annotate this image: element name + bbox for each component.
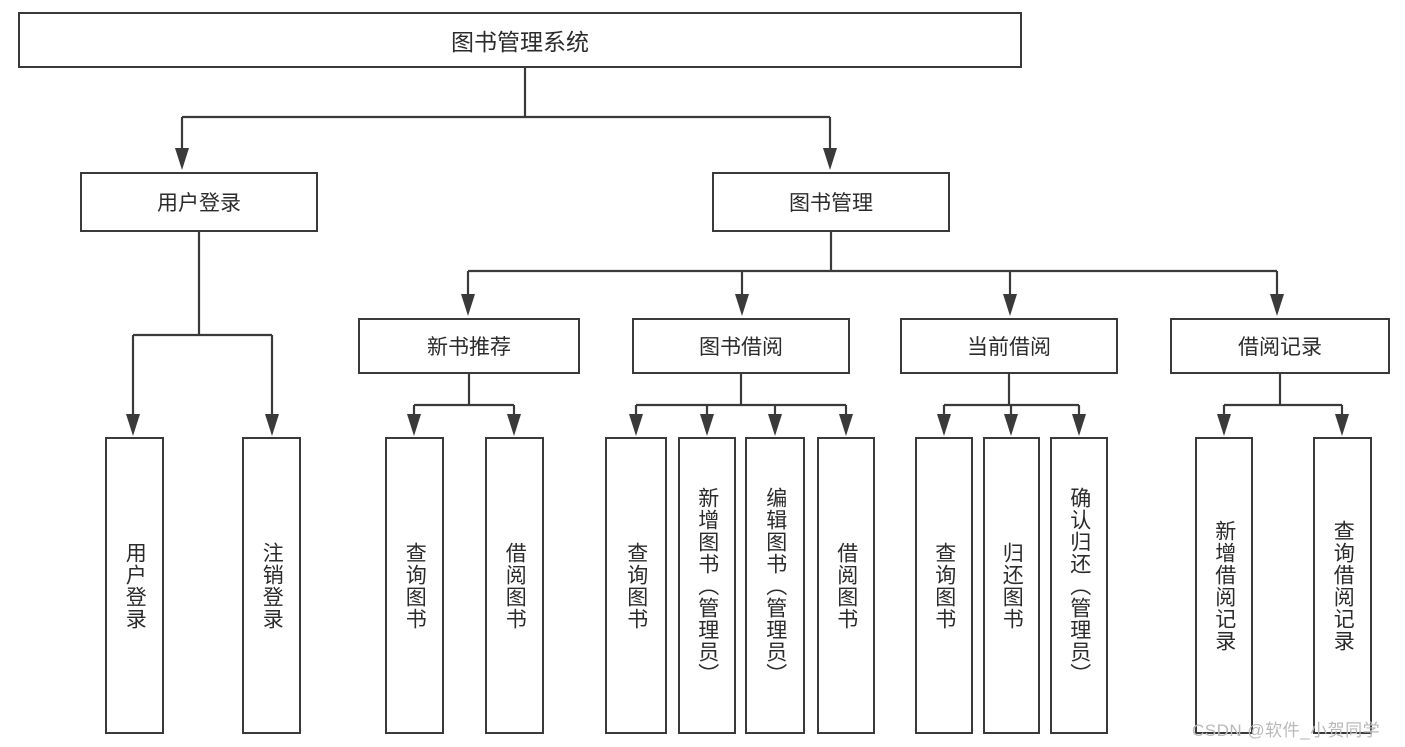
node-leaf-borrow-book-2[interactable]: 借阅图书 (817, 437, 875, 734)
node-book-borrow[interactable]: 图书借阅 (632, 318, 850, 374)
node-leaf-edit-book[interactable]: 编辑图书（管理员） (745, 437, 805, 734)
node-label: 查询借阅记录 (1331, 519, 1355, 652)
node-label: 借阅图书 (503, 541, 527, 630)
arrowhead-icon (175, 148, 189, 170)
arrowhead-icon (407, 414, 421, 436)
arrowhead-icon (768, 414, 782, 436)
arrowhead-icon (1335, 414, 1349, 436)
arrowhead-icon (937, 414, 951, 436)
node-leaf-logout[interactable]: 注销登录 (242, 437, 301, 734)
node-leaf-return-book[interactable]: 归还图书 (983, 437, 1040, 734)
arrowhead-icon (629, 414, 643, 436)
watermark-text: CSDN @软件_小贺同学 (1192, 721, 1381, 740)
arrowhead-icon (1072, 414, 1086, 436)
node-label: 借阅记录 (1238, 336, 1322, 359)
node-leaf-borrow-book-1[interactable]: 借阅图书 (485, 437, 544, 734)
node-leaf-add-book[interactable]: 新增图书（管理员） (678, 437, 736, 734)
node-label: 借阅图书 (834, 541, 858, 630)
node-leaf-user-login[interactable]: 用户登录 (105, 437, 164, 734)
arrowhead-icon (1217, 414, 1231, 436)
node-label: 用户登录 (157, 192, 241, 215)
node-label: 确认归还（管理员） (1067, 486, 1091, 685)
arrowhead-icon (1004, 414, 1018, 436)
arrowhead-icon (823, 148, 837, 170)
node-label: 查询图书 (403, 541, 427, 630)
node-new-book-rec[interactable]: 新书推荐 (358, 318, 580, 374)
node-leaf-query-book-2[interactable]: 查询图书 (605, 437, 667, 734)
arrowhead-icon (1003, 294, 1017, 316)
node-leaf-query-book-1[interactable]: 查询图书 (385, 437, 444, 734)
node-leaf-query-book-3[interactable]: 查询图书 (915, 437, 973, 734)
node-label: 新增图书（管理员） (695, 486, 719, 685)
node-label: 新书推荐 (427, 336, 511, 359)
node-current-borrow[interactable]: 当前借阅 (900, 318, 1118, 374)
node-book-manage[interactable]: 图书管理 (712, 172, 950, 232)
node-label: 图书借阅 (699, 336, 783, 359)
node-label: 当前借阅 (967, 336, 1051, 359)
arrowhead-icon (735, 294, 749, 316)
node-label: 用户登录 (123, 541, 147, 630)
arrowhead-icon (461, 294, 475, 316)
node-label: 归还图书 (1000, 541, 1024, 630)
node-label: 新增借阅记录 (1212, 519, 1236, 652)
node-label: 查询图书 (624, 541, 648, 630)
arrowhead-icon (1270, 294, 1284, 316)
node-label: 编辑图书（管理员） (763, 486, 787, 685)
arrowhead-icon (839, 414, 853, 436)
node-label: 图书管理 (789, 192, 873, 215)
node-user-login[interactable]: 用户登录 (80, 172, 318, 232)
arrowhead-icon (265, 414, 279, 436)
arrowhead-icon (126, 414, 140, 436)
node-leaf-confirm-return[interactable]: 确认归还（管理员） (1050, 437, 1108, 734)
node-borrow-record[interactable]: 借阅记录 (1170, 318, 1390, 374)
node-label: 图书管理系统 (451, 29, 589, 55)
node-label: 查询图书 (932, 541, 956, 630)
arrowhead-icon (507, 414, 521, 436)
node-leaf-query-record[interactable]: 查询借阅记录 (1313, 437, 1372, 734)
node-leaf-add-record[interactable]: 新增借阅记录 (1195, 437, 1253, 734)
arrowhead-icon (700, 414, 714, 436)
node-root-system[interactable]: 图书管理系统 (18, 12, 1022, 68)
node-label: 注销登录 (260, 541, 284, 630)
